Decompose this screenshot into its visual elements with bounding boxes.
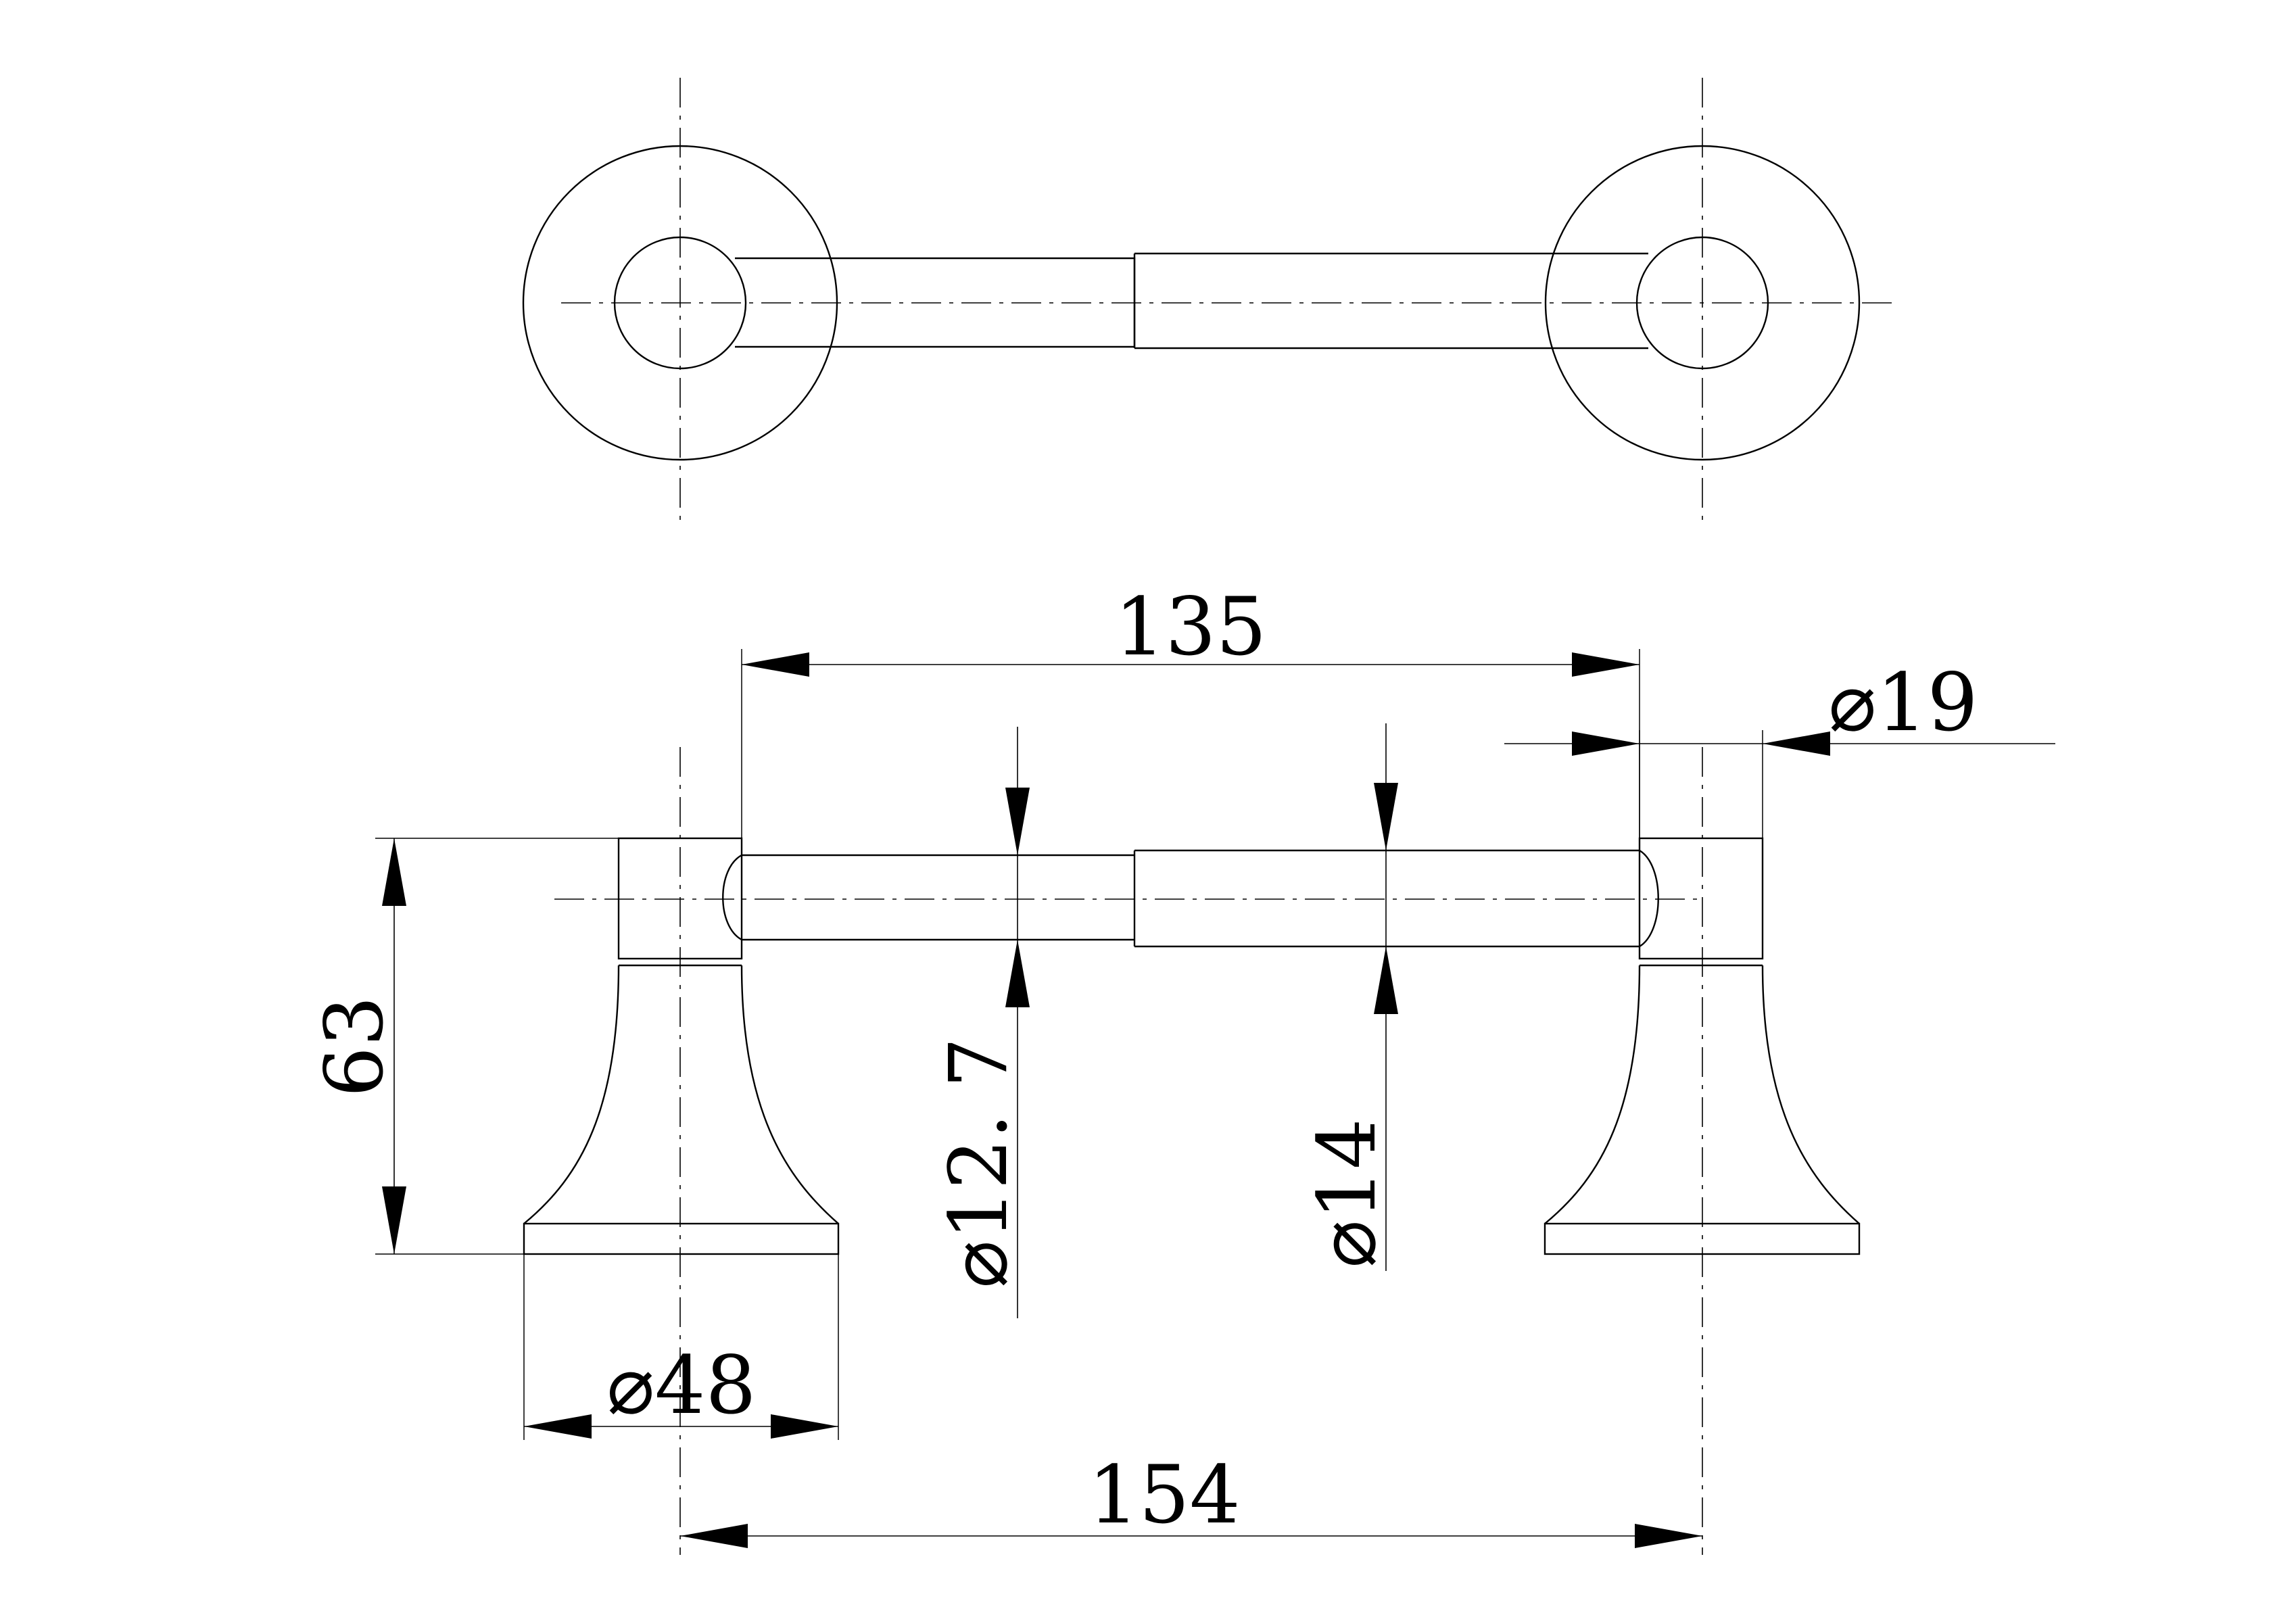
dimensions: 135 ⌀19 63 ⌀12. 7: [308, 580, 2055, 1548]
dimension-inner-rod-diameter: ⌀12. 7: [932, 727, 1030, 1318]
right-post-cap: [1638, 837, 1764, 960]
right-base-plate: [1544, 1222, 1861, 1255]
right-post-outline: [1635, 236, 1769, 370]
dimension-label-154: 154: [1088, 1448, 1240, 1541]
dimension-label-dia-14: ⌀14: [1300, 1118, 1393, 1268]
left-post-cap: [617, 837, 743, 960]
left-base-plate: [523, 1222, 840, 1255]
right-base-plate-outline: [1544, 145, 1861, 461]
front-view: [523, 747, 1861, 1555]
right-flared-neck: [1544, 965, 1860, 1224]
top-view-outer-tube: [1134, 252, 1648, 350]
dimension-base-diameter: ⌀48: [523, 1254, 839, 1440]
dimension-center-distance: 154: [680, 1448, 1702, 1548]
left-base-plate-outline: [522, 145, 838, 461]
dimension-outer-tube-diameter: ⌀14: [1300, 723, 1398, 1271]
left-post-outline: [613, 236, 747, 370]
front-view-outer-tube: [1134, 849, 1659, 948]
dimension-label-63: 63: [308, 996, 401, 1097]
dimension-label-dia-48: ⌀48: [606, 1339, 756, 1432]
left-flared-neck: [523, 965, 839, 1224]
dimension-height: 63: [308, 838, 619, 1255]
dimension-label-135: 135: [1114, 580, 1266, 673]
dimension-bar-span: 135: [741, 580, 1640, 838]
top-view: [522, 78, 1893, 524]
dimension-post-diameter: ⌀19: [1504, 656, 2055, 838]
dimension-label-dia-19: ⌀19: [1828, 656, 1978, 749]
front-view-inner-rod: [722, 854, 1134, 941]
dimension-label-dia-12-7: ⌀12. 7: [932, 1037, 1025, 1288]
